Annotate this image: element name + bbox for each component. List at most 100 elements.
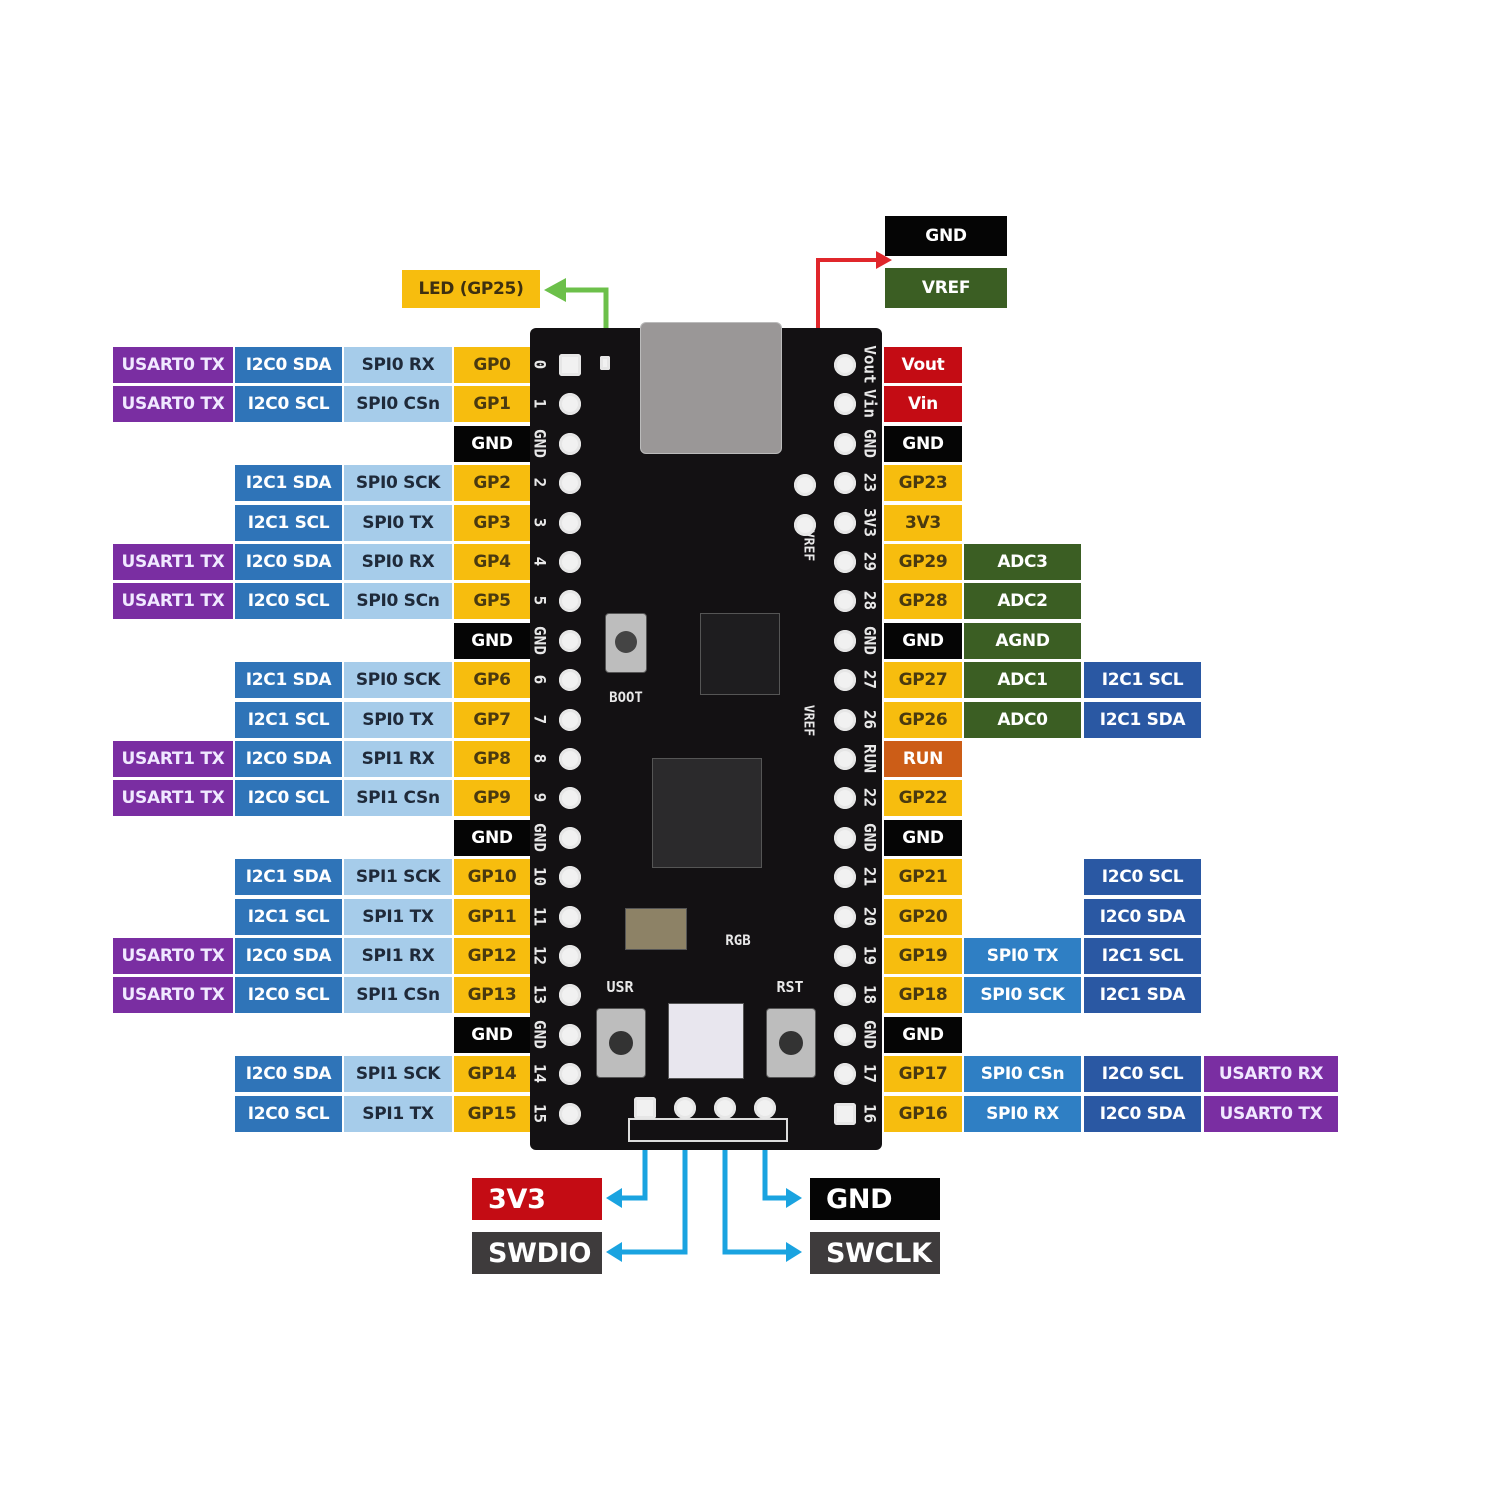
- silk-label-left: 7: [530, 714, 550, 725]
- pad-vref-inner: [794, 514, 816, 536]
- debug-pad-swdio: [674, 1097, 696, 1119]
- i2c-function: I2C0 SDA: [235, 938, 342, 974]
- i2c-function: I2C1 SDA: [235, 662, 342, 698]
- silk-label-right: GND: [860, 823, 880, 852]
- pad-gnd-inner: [794, 474, 816, 496]
- pin-label-gp4: GP4: [454, 544, 530, 580]
- usart-function: USART1 TX: [113, 544, 233, 580]
- header-pad-right: [834, 1063, 856, 1085]
- pin-label-gp13: GP13: [454, 977, 530, 1013]
- spi-function: SPI1 CSn: [344, 780, 452, 816]
- adc-function: ADC1: [964, 662, 1081, 698]
- pin-label-gp15: GP15: [454, 1096, 530, 1132]
- i2c-function: I2C1 SCL: [1084, 938, 1201, 974]
- header-pad-right: [834, 866, 856, 888]
- usr-button: [596, 1008, 646, 1078]
- silk-label-right: RUN: [860, 744, 880, 773]
- silk-label-right: Vout: [860, 345, 880, 384]
- spi-function: SPI0 TX: [344, 702, 452, 738]
- spi-function: SPI1 RX: [344, 938, 452, 974]
- header-pad-right: [834, 669, 856, 691]
- spi-function: SPI0 SCK: [344, 465, 452, 501]
- i2c-function: I2C0 SDA: [235, 1056, 342, 1092]
- i2c-function: I2C1 SCL: [235, 505, 342, 541]
- silk-label-left: 5: [530, 595, 550, 606]
- usart-function: USART0 TX: [113, 938, 233, 974]
- header-pad-right: [834, 945, 856, 967]
- adc-function: ADC3: [964, 544, 1081, 580]
- arrow-swclk: [786, 1242, 802, 1262]
- header-pad-left: [559, 354, 581, 376]
- i2c-function: I2C0 SDA: [1084, 899, 1201, 935]
- silk-label-right: GND: [860, 429, 880, 458]
- silk-label-left: 1: [530, 398, 550, 409]
- vref-silk-mid: VREF: [800, 704, 816, 737]
- rst-button: [766, 1008, 816, 1078]
- pin-label-gp7: GP7: [454, 702, 530, 738]
- pin-label-gp16: GP16: [884, 1096, 962, 1132]
- i2c-function: I2C0 SDA: [235, 347, 342, 383]
- header-pad-right: [834, 551, 856, 573]
- i2c-function: I2C1 SDA: [1084, 702, 1201, 738]
- i2c-function: I2C0 SCL: [1084, 1056, 1201, 1092]
- spi-function: SPI0 RX: [964, 1096, 1081, 1132]
- debug-pad-3v3: [634, 1097, 656, 1119]
- pin-label-gnd: GND: [884, 1017, 962, 1053]
- i2c-function: I2C0 SDA: [1084, 1096, 1201, 1132]
- led-gp25-label: LED (GP25): [402, 270, 540, 308]
- header-pad-left: [559, 551, 581, 573]
- i2c-function: I2C1 SDA: [235, 465, 342, 501]
- i2c-function: I2C0 SDA: [235, 741, 342, 777]
- adc-function: ADC2: [964, 583, 1081, 619]
- usart-function: USART0 TX: [113, 347, 233, 383]
- pin-label-gp28: GP28: [884, 583, 962, 619]
- i2c-function: I2C0 SCL: [235, 977, 342, 1013]
- pin-label-gp11: GP11: [454, 899, 530, 935]
- i2c-function: I2C0 SCL: [235, 1096, 342, 1132]
- pin-label-gnd: GND: [454, 426, 530, 462]
- spi-function: SPI1 RX: [344, 741, 452, 777]
- pin-label-vout: Vout: [884, 347, 962, 383]
- i2c-function: I2C0 SCL: [235, 583, 342, 619]
- silk-label-right: 27: [860, 669, 880, 690]
- pin-label-gp14: GP14: [454, 1056, 530, 1092]
- silk-label-right: 3V3: [860, 508, 880, 537]
- pin-label-run: RUN: [884, 741, 962, 777]
- pin-label-gp9: GP9: [454, 780, 530, 816]
- flash-chip: [700, 613, 780, 695]
- rgb-led: [668, 1003, 744, 1079]
- header-pad-right: [834, 906, 856, 928]
- debug-swclk-label: SWCLK: [810, 1232, 940, 1274]
- header-pad-right: [834, 433, 856, 455]
- i2c-function: I2C0 SCL: [235, 780, 342, 816]
- debug-pad-swclk: [714, 1097, 736, 1119]
- pin-label-gnd: GND: [884, 426, 962, 462]
- rst-silk: RST: [776, 978, 804, 996]
- silk-label-right: 28: [860, 590, 880, 611]
- pin-label-gnd: GND: [884, 623, 962, 659]
- spi-function: SPI0 SCK: [344, 662, 452, 698]
- spi-function: SPI0 TX: [964, 938, 1081, 974]
- silk-label-left: GND: [530, 823, 550, 852]
- pin-label-gp8: GP8: [454, 741, 530, 777]
- usb-c-connector: [640, 322, 782, 454]
- header-pad-right: [834, 630, 856, 652]
- header-pad-left: [559, 945, 581, 967]
- header-pad-right: [834, 787, 856, 809]
- debug-header-outline: [628, 1118, 788, 1142]
- spi-function: SPI0 RX: [344, 544, 452, 580]
- spi-function: SPI0 TX: [344, 505, 452, 541]
- pin-label-gp21: GP21: [884, 859, 962, 895]
- silk-label-left: 3: [530, 517, 550, 528]
- usart-function: USART0 TX: [1204, 1096, 1338, 1132]
- pin-label-gp22: GP22: [884, 780, 962, 816]
- i2c-function: I2C1 SDA: [1084, 977, 1201, 1013]
- silk-label-right: 16: [860, 1103, 880, 1124]
- usart-function: USART0 TX: [113, 386, 233, 422]
- silk-label-left: 4: [530, 556, 550, 567]
- silk-label-left: 6: [530, 674, 550, 685]
- header-pad-left: [559, 630, 581, 652]
- usr-silk: USR: [606, 978, 634, 996]
- pin-label-gp6: GP6: [454, 662, 530, 698]
